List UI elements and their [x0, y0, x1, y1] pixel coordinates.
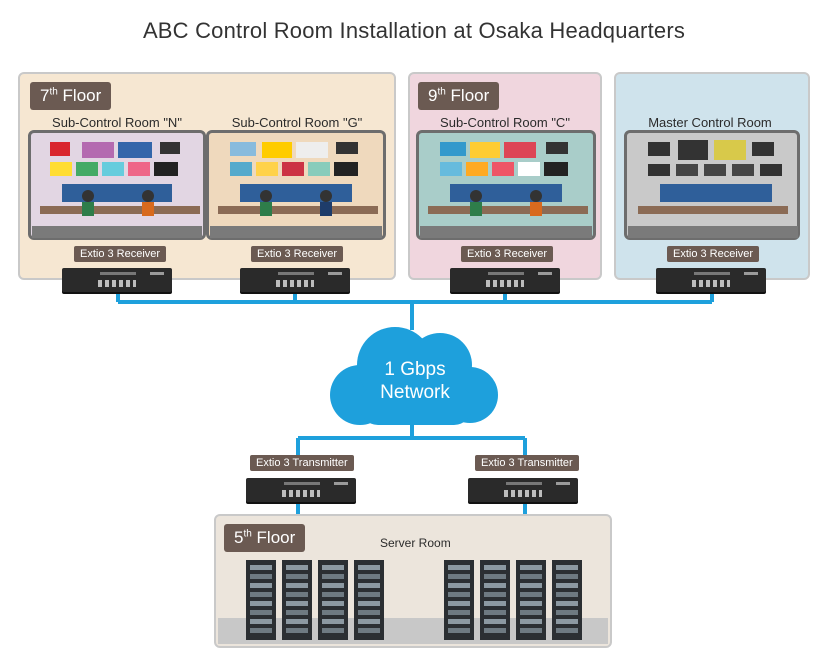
receiver-device-2: [240, 268, 350, 292]
receiver-label-4: Extio 3 Receiver: [667, 246, 760, 262]
receiver-device-1: [62, 268, 172, 292]
receiver-label-2: Extio 3 Receiver: [251, 246, 344, 262]
floor-5-word: Floor: [256, 528, 296, 547]
floor-5-suffix: th: [243, 528, 252, 540]
room-title-n: Sub-Control Room "N": [52, 115, 182, 130]
transmitter-label-2: Extio 3 Transmitter: [475, 455, 579, 471]
floor-7-word: Floor: [62, 86, 102, 105]
floor-7-number: 7: [40, 86, 50, 105]
floor-5-number: 5: [234, 528, 244, 547]
floor-7-label: 7th Floor: [30, 82, 112, 110]
floor-9-number: 9: [428, 86, 438, 105]
transmitter-device-1: [246, 478, 356, 502]
room-master-illustration: [624, 130, 800, 240]
room-title-c: Sub-Control Room "C": [440, 115, 570, 130]
floor-5-label: 5th Floor: [224, 524, 306, 552]
transmitter-label-1: Extio 3 Transmitter: [250, 455, 354, 471]
room-title-master: Master Control Room: [648, 115, 772, 130]
server-room-label: Server Room: [380, 536, 451, 550]
network-label: 1 Gbps Network: [340, 358, 490, 404]
receiver-device-4: [656, 268, 766, 292]
room-n-illustration: [28, 130, 206, 240]
network-speed: 1 Gbps: [384, 359, 446, 380]
floor-7-suffix: th: [49, 86, 58, 98]
room-g-illustration: [206, 130, 386, 240]
floor-9-word: Floor: [450, 86, 490, 105]
floor-9-suffix: th: [437, 86, 446, 98]
room-c-illustration: [416, 130, 596, 240]
floor-5-panel: 5th Floor: [214, 514, 612, 648]
floor-9-label: 9th Floor: [418, 82, 500, 110]
transmitter-device-2: [468, 478, 578, 502]
receiver-label-1: Extio 3 Receiver: [74, 246, 167, 262]
network-word: Network: [380, 382, 450, 403]
page-title: ABC Control Room Installation at Osaka H…: [142, 18, 686, 43]
receiver-label-3: Extio 3 Receiver: [461, 246, 554, 262]
receiver-device-3: [450, 268, 560, 292]
room-title-g: Sub-Control Room "G": [231, 115, 363, 130]
